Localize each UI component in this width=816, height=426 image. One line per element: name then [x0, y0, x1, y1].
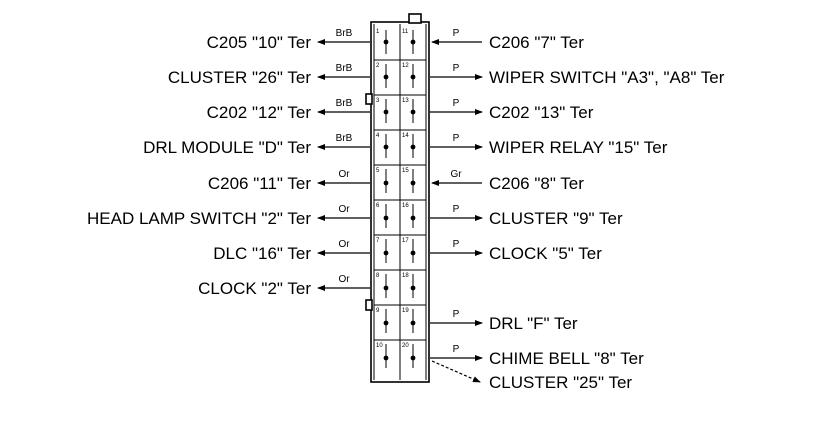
- pin-number: 12: [402, 63, 409, 69]
- wire-color-code: BrB: [336, 98, 353, 109]
- pin-dot: [383, 250, 389, 256]
- pin-number: 17: [402, 238, 409, 244]
- terminal-label: C206 "8" Ter: [489, 174, 584, 193]
- pin-dot: [383, 320, 389, 326]
- pin-number: 18: [402, 273, 409, 279]
- terminal-label: DRL MODULE "D" Ter: [143, 138, 311, 157]
- pin-dot: [410, 144, 416, 150]
- pin-number: 13: [402, 98, 409, 104]
- pin-number: 16: [402, 203, 409, 209]
- terminal-label: CLUSTER "25" Ter: [489, 373, 632, 392]
- terminal-label: CLOCK "2" Ter: [198, 279, 311, 298]
- pin-number: 7: [376, 238, 380, 244]
- wire-color-code: Or: [338, 204, 350, 215]
- pin-number: 9: [376, 308, 380, 314]
- pin-number: 20: [402, 343, 409, 349]
- pin-dot: [410, 250, 416, 256]
- terminal-label: C202 "12" Ter: [207, 103, 312, 122]
- wire-color-code: Or: [338, 274, 350, 285]
- pin-number: 19: [402, 308, 409, 314]
- pin-dot: [410, 320, 416, 326]
- pin-dot: [410, 74, 416, 80]
- pin-number: 10: [376, 343, 383, 349]
- wire-color-code: BrB: [336, 133, 353, 144]
- terminal-label: HEAD LAMP SWITCH "2" Ter: [87, 209, 311, 228]
- wire-color-code: Or: [338, 239, 350, 250]
- pin-dot: [410, 180, 416, 186]
- pin-number: 2: [376, 63, 380, 69]
- wire-color-code: P: [453, 344, 460, 355]
- terminal-label: CLUSTER "9" Ter: [489, 209, 623, 228]
- terminal-label: WIPER SWITCH "A3", "A8" Ter: [489, 68, 725, 87]
- wire-color-code: Gr: [450, 169, 462, 180]
- wire-color-code: P: [453, 309, 460, 320]
- wire-color-code: P: [453, 239, 460, 250]
- terminal-label: CLOCK "5" Ter: [489, 244, 602, 263]
- terminal-label: DRL "F" Ter: [489, 314, 578, 333]
- terminal-label: CLUSTER "26" Ter: [168, 68, 311, 87]
- wire-color-code: P: [453, 204, 460, 215]
- pin-number: 14: [402, 133, 409, 139]
- pin-dot: [383, 180, 389, 186]
- wire-color-code: P: [453, 28, 460, 39]
- pin-dot: [410, 355, 416, 361]
- pin-dot: [383, 285, 389, 291]
- pin-number: 5: [376, 168, 380, 174]
- wire-color-code: Or: [338, 169, 350, 180]
- pin-dot: [383, 355, 389, 361]
- pin-number: 8: [376, 273, 380, 279]
- connector-housing: [365, 13, 430, 383]
- pin-dot: [383, 109, 389, 115]
- pin-dot: [410, 39, 416, 45]
- pin-number: 6: [376, 203, 380, 209]
- pin-number: 3: [376, 98, 380, 104]
- right-wire-arrow: [431, 360, 481, 383]
- pin-dot: [383, 144, 389, 150]
- wire-color-code: P: [453, 133, 460, 144]
- terminal-label: DLC "16" Ter: [213, 244, 311, 263]
- wire-color-code: BrB: [336, 28, 353, 39]
- wire-color-code: P: [453, 63, 460, 74]
- wire-color-code: P: [453, 98, 460, 109]
- terminal-label: C206 "11" Ter: [208, 174, 311, 193]
- pin-dot: [383, 215, 389, 221]
- terminal-label: C202 "13" Ter: [489, 103, 594, 122]
- terminal-label: C206 "7" Ter: [489, 33, 584, 52]
- pin-dot: [383, 39, 389, 45]
- wire-color-code: BrB: [336, 63, 353, 74]
- pin-dot: [410, 215, 416, 221]
- pin-dot: [383, 74, 389, 80]
- pin-number: 4: [376, 133, 380, 139]
- terminal-label: WIPER RELAY "15" Ter: [489, 138, 668, 157]
- pin-dot: [410, 285, 416, 291]
- terminal-label: C205 "10" Ter: [207, 33, 312, 52]
- pin-number: 11: [402, 29, 409, 35]
- pin-number: 1: [376, 29, 380, 35]
- terminal-label: CHIME BELL "8" Ter: [489, 349, 644, 368]
- pin-dot: [410, 109, 416, 115]
- pin-number: 15: [402, 168, 409, 174]
